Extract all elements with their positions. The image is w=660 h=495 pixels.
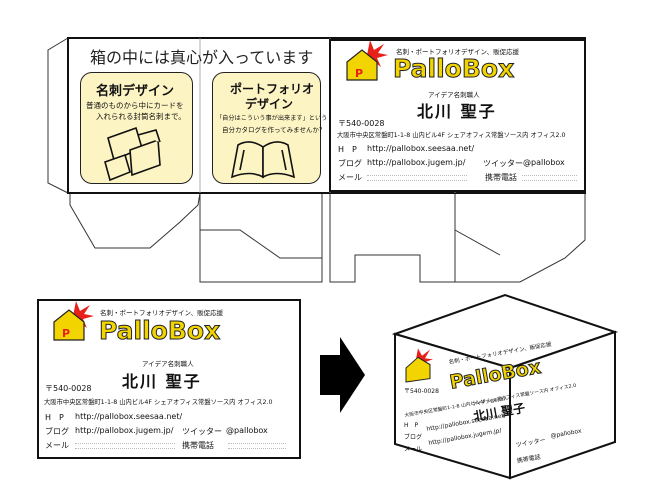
card-flat-role: アイデア名刺職人 [142,360,194,368]
panel-2-title-line1: ポートフォリオ [230,82,315,96]
svg-text:P: P [355,67,363,80]
card-flat-mail-label: メール [45,441,69,450]
card-top-tagline: 名刺・ポートフォリオデザイン、販促応援 [396,48,520,56]
card-top-hp-label: H P [338,145,357,154]
card-flat-mail-blurred [75,443,175,449]
card-flat-mobile-blurred [228,443,286,449]
panel-1-title: 名刺デザイン [96,84,175,99]
panel-2-text-line1: 「自分はこういう事が出来ます」という [216,115,328,122]
card-top-mail-blurred [367,175,467,181]
cube-hp-label: H P [404,422,419,429]
card-top-mobile-label: 携帯電話 [485,173,517,182]
card-flat-mobile-label: 携帯電話 [182,441,214,450]
card-flat-brand: PalloBox [98,316,221,346]
card-top-twitter-id[interactable]: @pallobox [523,158,565,167]
panel-1-text-line1: 普通のものから中にカードを [86,101,184,110]
card-top-blog-url[interactable]: http://pallobox.jugem.jp/ [367,158,466,167]
card-top-postal: 〒540-0028 [338,119,385,128]
panel-2-text-line2: 自分カタログを作ってみませんか？ [222,126,326,134]
card-flat-blog-url[interactable]: http://pallobox.jugem.jp/ [75,426,174,435]
cube-blog-label: ブログ [404,434,423,441]
card-top-blog-label: ブログ [338,159,362,168]
card-flat-address: 大阪市中央区常盤町1-1-8 山内ビル4F シェアオフィス常盤ソース内 オフィス… [44,399,273,406]
svg-text:P: P [62,327,70,340]
card-top-mail-label: メール [338,173,362,182]
card-flat-postal: 〒540-0028 [45,384,92,393]
card-flat-name: 北川 聖子 [122,372,202,391]
panel-1-text-line2: 入れられる封筒名刺まで。 [96,112,186,121]
card-flat-blog-label: ブログ [45,427,69,436]
card-top-hp-url[interactable]: http://pallobox.seesaa.net/ [367,144,475,153]
box-headline: 箱の中には真心が入っています [90,48,314,67]
panel-2-title-line2: デザイン [245,97,294,111]
cube-postal: 〒540-0028 [404,388,439,395]
card-top-address: 大阪市中央区常盤町1-1-8 山内ビル4F シェアオフィス常盤ソース内 オフィス… [337,132,566,139]
card-top-role: アイデア名刺職人 [428,91,480,99]
card-top-name: 北川 聖子 [417,102,497,121]
card-top-twitter-label: ツイッター [483,159,523,168]
card-flat-twitter-id[interactable]: @pallobox [226,426,268,435]
card-flat-tagline: 名刺・ポートフォリオデザイン、販促応援 [100,309,224,317]
cube-mail-label: メール [404,446,423,453]
card-flat-hp-url[interactable]: http://pallobox.seesaa.net/ [75,412,183,421]
card-flat-hp-label: H P [45,413,64,422]
card-top-brand: PalloBox [392,54,515,84]
card-top-mobile-blurred [522,175,577,181]
card-flat-twitter-label: ツイッター [182,427,222,436]
